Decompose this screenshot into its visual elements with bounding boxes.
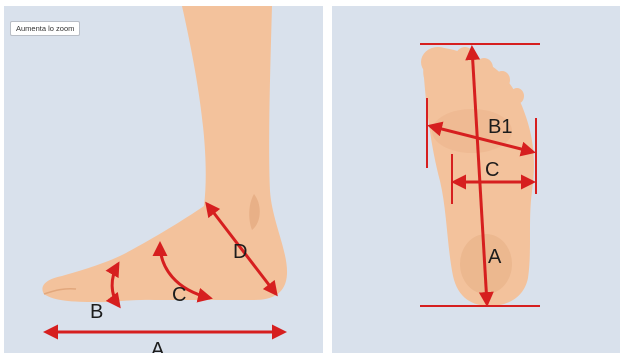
fourth-toe: [494, 71, 510, 89]
side-view-panel: B C D A Aumenta lo zoom: [4, 6, 323, 353]
measure-b-label: B: [90, 301, 103, 323]
big-toe: [421, 47, 455, 77]
sole-view-panel: B1 C A: [332, 6, 620, 353]
measure-a-label: A: [151, 339, 165, 353]
little-toe: [510, 88, 524, 104]
sole-view-illustration: B1 C A: [332, 6, 620, 353]
measure-b1-label: B1: [488, 116, 512, 138]
measure-c-label: C: [485, 159, 499, 181]
measure-a-label: A: [488, 246, 502, 268]
zoom-in-button[interactable]: Aumenta lo zoom: [10, 21, 80, 36]
side-view-illustration: B C D A: [4, 6, 323, 353]
measure-c-label: C: [172, 284, 186, 306]
measure-d-label: D: [233, 241, 247, 263]
foot-side-shape: [42, 6, 287, 302]
third-toe: [475, 58, 493, 78]
